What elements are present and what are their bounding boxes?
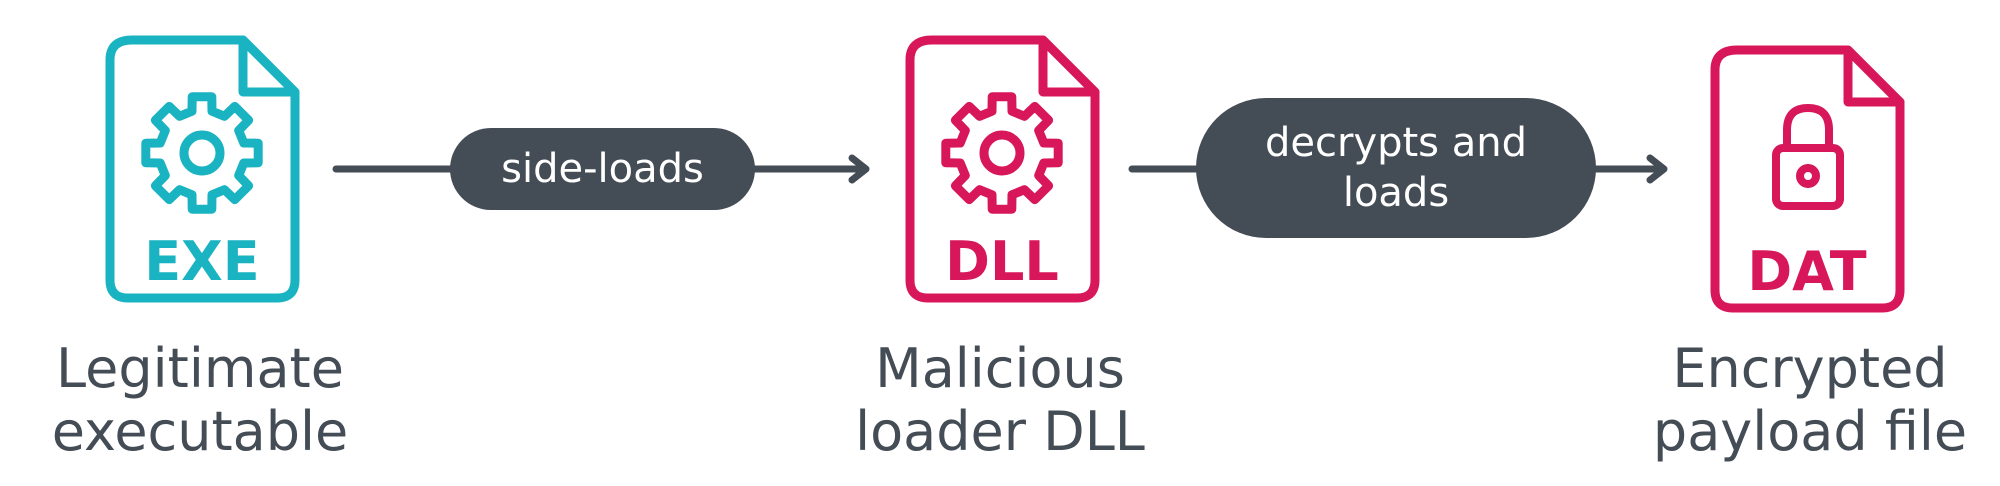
caption-malicious-loader-dll: Malicious loader DLL [820, 337, 1180, 463]
edge-label-side-loads: side-loads [450, 128, 755, 210]
caption-line: Encrypted [1672, 337, 1948, 400]
dll-file-icon [905, 35, 1100, 303]
dll-file-label: DLL [945, 230, 1059, 293]
gear-outline [141, 92, 263, 214]
gear-icon [141, 92, 263, 214]
padlock-icon [1772, 104, 1844, 210]
exe-file-icon [105, 35, 300, 303]
dat-file-label: DAT [1747, 240, 1866, 303]
caption-line: payload file [1652, 400, 1968, 463]
gear-hub [979, 130, 1025, 176]
edge-label-text: decrypts and [1265, 120, 1527, 166]
caption-line: executable [51, 400, 349, 463]
edge-label-text: loads [1342, 170, 1450, 216]
gear-hub [179, 130, 225, 176]
caption-line: Malicious [875, 337, 1125, 400]
exe-file-label: EXE [144, 230, 259, 293]
dat-file-icon [1710, 45, 1905, 313]
gear-icon [941, 92, 1063, 214]
caption-legitimate-executable: Legitimate executable [20, 337, 380, 463]
caption-line: Legitimate [56, 337, 344, 400]
edge-label-text: side-loads [501, 146, 704, 192]
edge-label-decrypts-and-loads: decrypts and loads [1196, 98, 1596, 238]
caption-line: loader DLL [855, 400, 1145, 463]
caption-encrypted-payload-file: Encrypted payload file [1630, 337, 1990, 463]
gear-outline [941, 92, 1063, 214]
